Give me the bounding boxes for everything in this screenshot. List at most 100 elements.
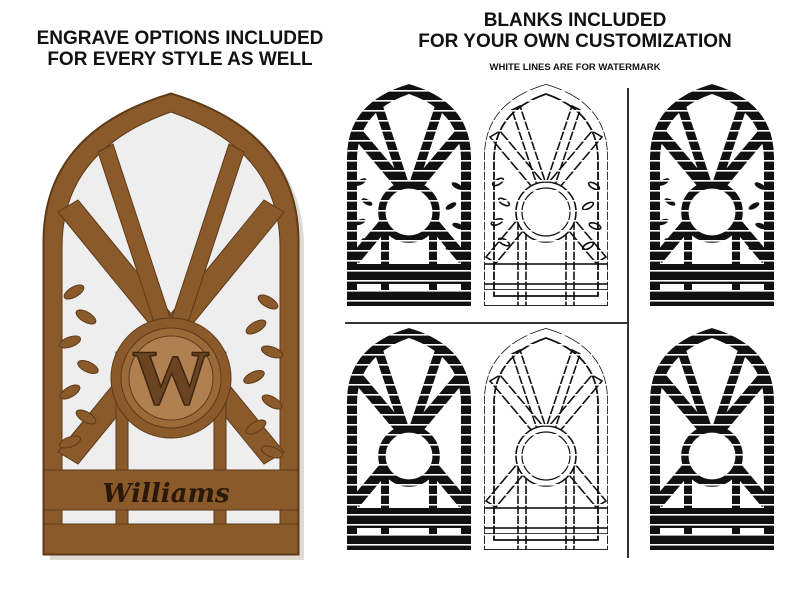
blank-name-rail [650, 508, 774, 528]
blank-mullion [381, 451, 389, 550]
watermark-line [484, 334, 608, 336]
blank-mullion [732, 207, 740, 306]
watermark-line [484, 504, 608, 506]
watermark-line [650, 394, 774, 396]
wooden-sign-photo: W Williams [42, 92, 304, 560]
watermark-line [347, 120, 471, 122]
watermark-line [484, 484, 608, 486]
blank-name-rail [347, 264, 471, 284]
watermark-line [347, 290, 471, 292]
watermark-line [484, 524, 608, 526]
blank-mullion [429, 207, 437, 306]
leaf-vine-left [59, 284, 99, 449]
watermark-line [650, 464, 774, 466]
watermark-line [484, 180, 608, 182]
blank-template-6 [650, 328, 774, 550]
blank-mullion [429, 451, 437, 550]
blank-template-4 [347, 328, 471, 550]
blank-template-5 [484, 328, 608, 550]
blank-leaf [490, 218, 504, 226]
watermark-line [347, 140, 471, 142]
watermark-line [484, 474, 608, 476]
watermark-line [347, 464, 471, 466]
watermark-line [484, 344, 608, 346]
blank-leaf [445, 202, 457, 210]
blank-frame-inner [493, 93, 599, 297]
watermark-line [347, 404, 471, 406]
watermark-line [650, 534, 774, 536]
watermark-line [347, 544, 471, 546]
watermark-line [650, 384, 774, 386]
blank-bottom-rail [650, 290, 774, 306]
blank-monogram-center [521, 431, 571, 481]
watermark-line [347, 150, 471, 152]
watermark-line [484, 494, 608, 496]
watermark-line [650, 230, 774, 232]
blank-mullion [684, 207, 692, 306]
blank-leaf [748, 242, 760, 250]
blank-template-3 [650, 84, 774, 306]
watermark-line [347, 534, 471, 536]
blanks-heading-line-1: BLANKS INCLUDED [483, 10, 667, 31]
watermark-line [650, 110, 774, 112]
watermark-line [347, 220, 471, 222]
watermark-line [347, 374, 471, 376]
blank-name-rail [650, 264, 774, 284]
watermark-line [347, 170, 471, 172]
watermark-line [650, 180, 774, 182]
watermark-line [484, 90, 608, 92]
watermark-line [650, 494, 774, 496]
watermark-line [484, 120, 608, 122]
watermark-line [347, 200, 471, 202]
watermark-line [650, 454, 774, 456]
watermark-line [650, 160, 774, 162]
monogram-letter: W [132, 334, 210, 421]
watermark-line [650, 200, 774, 202]
watermark-line [650, 524, 774, 526]
watermark-line [484, 260, 608, 262]
watermark-line [650, 404, 774, 406]
blank-bottom-rail [347, 290, 471, 306]
watermark-line [347, 494, 471, 496]
watermark-line [347, 90, 471, 92]
watermark-line [650, 170, 774, 172]
watermark-line [650, 100, 774, 102]
watermark-line [347, 100, 471, 102]
watermark-line [347, 210, 471, 212]
engrave-heading-line-1: ENGRAVE OPTIONS INCLUDED [36, 28, 324, 49]
blank-template-1 [347, 84, 471, 306]
watermark-line [650, 434, 774, 436]
watermark-line [347, 414, 471, 416]
watermark-line [484, 220, 608, 222]
blank-bottom-rail [347, 534, 471, 550]
watermark-line [484, 404, 608, 406]
engrave-options-heading: ENGRAVE OPTIONS INCLUDED FOR EVERY STYLE… [10, 28, 350, 71]
watermark-line [484, 454, 608, 456]
watermark-line [484, 230, 608, 232]
watermark-line [347, 110, 471, 112]
watermark-line [347, 190, 471, 192]
watermark-line [650, 240, 774, 242]
watermark-line [347, 524, 471, 526]
blank-leaf [452, 222, 464, 230]
blank-leaf [491, 177, 505, 187]
watermark-line [347, 240, 471, 242]
watermark-line [650, 280, 774, 282]
watermark-line [484, 140, 608, 142]
watermark-line [347, 344, 471, 346]
watermark-line [650, 130, 774, 132]
watermark-line [650, 90, 774, 92]
watermark-line [484, 414, 608, 416]
watermark-line [484, 364, 608, 366]
watermark-line [650, 190, 774, 192]
watermark-line [347, 334, 471, 336]
watermark-line [650, 424, 774, 426]
blank-template-2 [484, 84, 608, 306]
watermark-line [347, 130, 471, 132]
watermark-line [347, 280, 471, 282]
blank-bottom-rail [484, 289, 608, 306]
blank-mullion [684, 451, 692, 550]
watermark-line [650, 290, 774, 292]
leaf-vine-right [243, 294, 283, 459]
watermark-line [484, 150, 608, 152]
